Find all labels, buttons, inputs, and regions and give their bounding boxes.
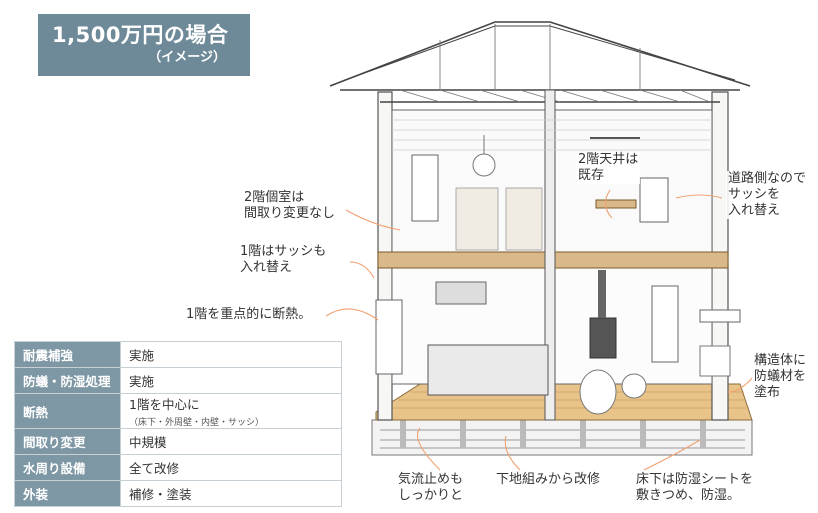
window-1f-left [375, 299, 403, 375]
spec-note: （床下・外周壁・内壁・サッシ） [129, 418, 265, 428]
label-airtight: 気流止めも しっかりと [396, 472, 466, 504]
label-2f-private-room: 2階個室は 間取り変更なし [242, 190, 338, 222]
label-1f-sash: 1階はサッシも 入れ替え [238, 244, 329, 276]
leader-lines [325, 189, 753, 471]
spec-value: 実施 [120, 367, 342, 394]
table-row: 耐震補強 実施 [14, 341, 342, 368]
label-1f-insulation: 1階を重点的に断熱。 [184, 307, 314, 323]
underfloor-area [371, 419, 753, 456]
label-2f-ceiling: 2階天井は 既存 [576, 152, 641, 184]
table-row: 間取り変更 中規模 [14, 428, 342, 455]
page-subtitle: （イメージ） [148, 50, 226, 65]
pendant-lamp [472, 153, 496, 177]
label-road-sash: 道路側なので サッシを 入れ替え [726, 171, 809, 219]
spec-value: 全て改修 [120, 454, 342, 481]
table-row: 水周り設備 全て改修 [14, 454, 342, 481]
roof [329, 21, 751, 103]
side-table [621, 373, 647, 399]
table-row: 断熱 1階を中心に（床下・外周壁・内壁・サッシ） [14, 393, 342, 429]
label-foundation: 下地組みから改修 [494, 472, 603, 488]
spec-table: 耐震補強 実施 防蟻・防湿処理 実施 断熱 1階を中心に（床下・外周壁・内壁・サ… [14, 341, 342, 507]
spec-key: 防蟻・防湿処理 [14, 367, 121, 394]
spec-key: 間取り変更 [14, 428, 121, 455]
table-row: 外装 補修・塗装 [14, 480, 342, 507]
window-2f-left [411, 154, 439, 222]
window-2f-right [639, 177, 669, 223]
spec-key: 水周り設備 [14, 454, 121, 481]
label-termite-treatment: 構造体に 防蟻材を 塗布 [752, 353, 809, 401]
title-box: 1,500万円の場合 （イメージ） [38, 14, 250, 76]
spec-value: 中規模 [120, 428, 342, 455]
center-column [544, 89, 556, 421]
kitchen-counter [427, 344, 549, 396]
spec-key: 断熱 [14, 393, 121, 429]
spec-key: 耐震補強 [14, 341, 121, 368]
table-row: 防蟻・防湿処理 実施 [14, 367, 342, 394]
page-title: 1,500万円の場合 [52, 23, 229, 47]
spec-value: 実施 [120, 341, 342, 368]
window-1f-right [699, 309, 741, 323]
label-moisture-sheet: 床下は防湿シートを 敷きつめ、防湿。 [634, 472, 756, 504]
spec-value: 補修・塗装 [120, 480, 342, 507]
wood-stove [589, 317, 617, 359]
bean-chair [579, 369, 617, 415]
spec-key: 外装 [14, 480, 121, 507]
spec-value: 1階を中心に（床下・外周壁・内壁・サッシ） [120, 393, 342, 429]
